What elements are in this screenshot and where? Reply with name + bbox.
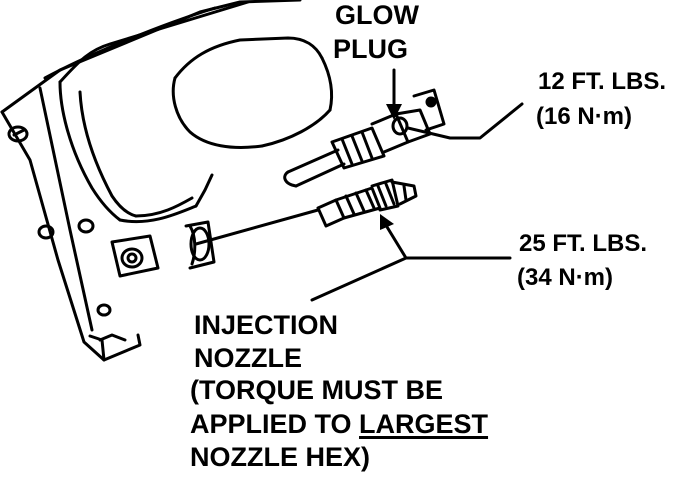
- valve-cover-outline: [43, 0, 250, 224]
- glow-plug-torque-ftlbs: 12 FT. LBS.: [538, 68, 667, 95]
- injection-nozzle: [316, 178, 418, 228]
- glow-plug-label-line1: GLOW: [335, 0, 419, 30]
- glow-plug-label-line2: PLUG: [333, 34, 409, 64]
- torque-note-line3: NOZZLE HEX): [190, 442, 370, 472]
- head-bolt-bosses: [7, 125, 160, 317]
- leader-lines: [194, 68, 524, 302]
- torque-note-prefix: APPLIED TO: [190, 409, 360, 439]
- glow-plug-bore: [283, 148, 346, 188]
- glow-plug: [330, 88, 446, 170]
- glow-plug-torque-nm: (16 N·m): [536, 103, 633, 130]
- nozzle-torque-nm: (34 N·m): [517, 264, 614, 291]
- cylinder-head-body: [0, 0, 302, 362]
- leader-arrowheads: [380, 104, 402, 230]
- torque-note-line2: APPLIED TO LARGEST: [190, 411, 488, 438]
- nozzle-bore: [184, 220, 216, 270]
- injection-nozzle-label-line1: INJECTION: [194, 310, 339, 340]
- nozzle-torque-ftlbs: 25 FT. LBS.: [519, 230, 648, 257]
- injection-nozzle-label-line2: NOZZLE: [194, 343, 302, 373]
- valve-cover-recess: [171, 36, 334, 149]
- torque-note-line1: (TORQUE MUST BE: [190, 375, 444, 405]
- torque-note-emphasis: LARGEST: [359, 409, 489, 439]
